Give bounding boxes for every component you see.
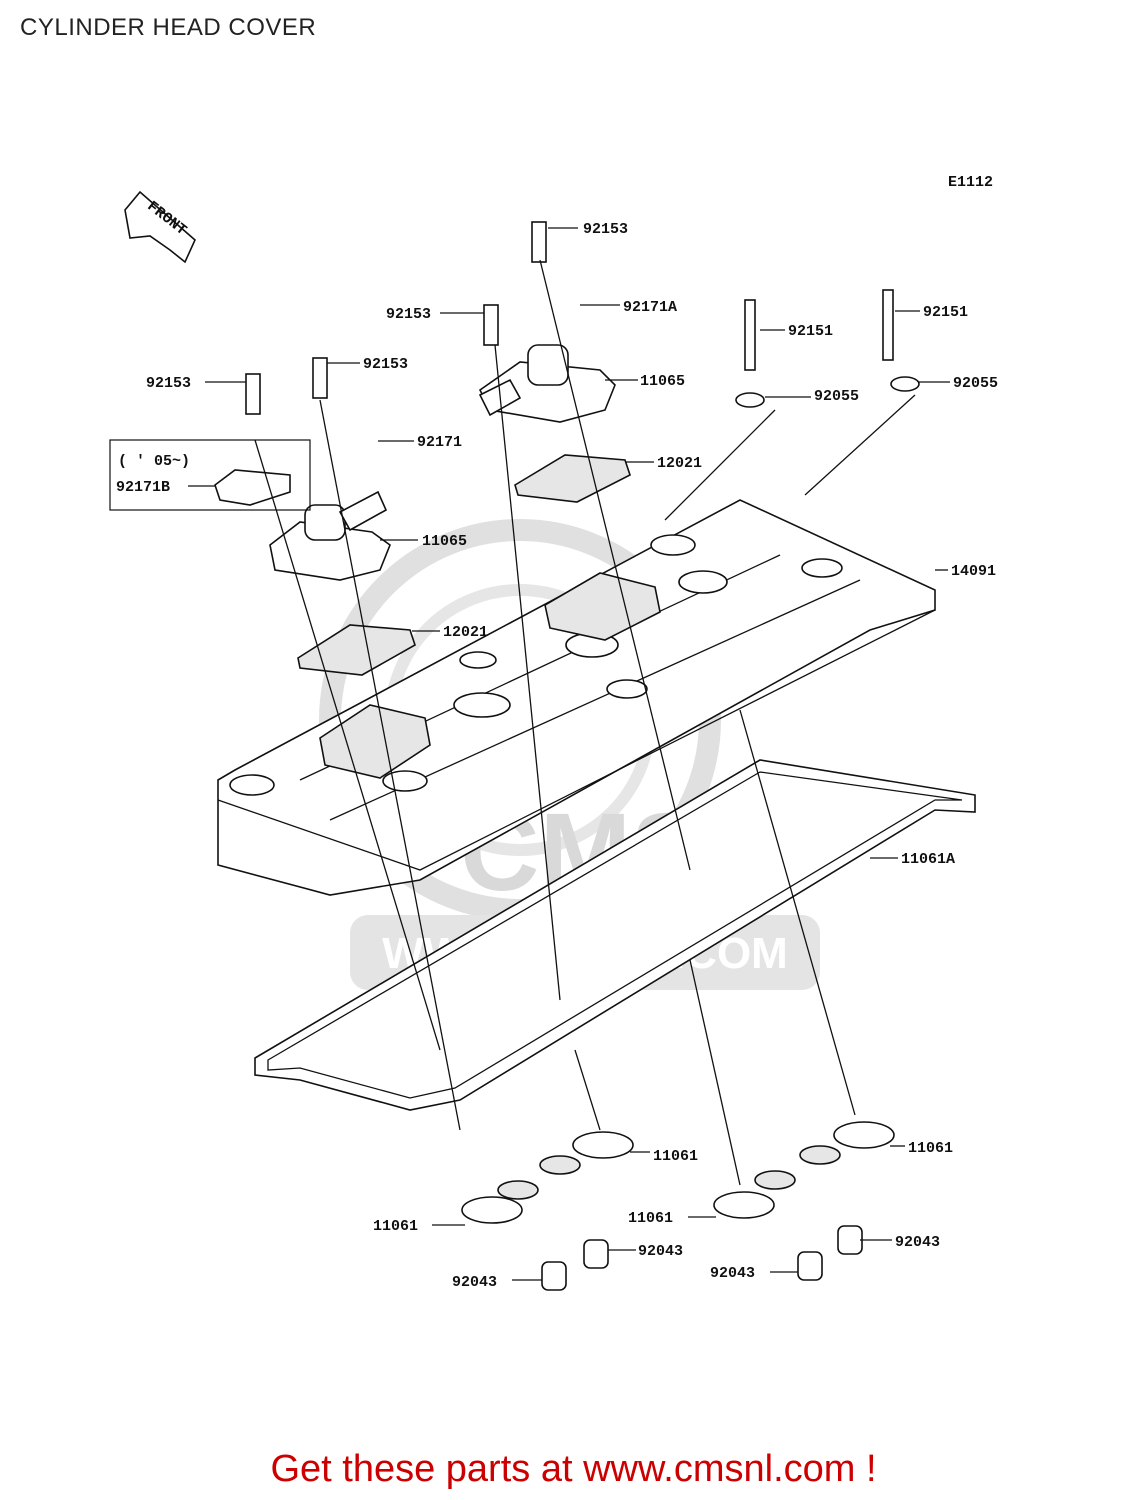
callout-92153-far-left: 92153 bbox=[146, 375, 191, 392]
callout-11061-center: 11061 bbox=[628, 1210, 673, 1227]
callout-92153-left-upper: 92153 bbox=[386, 306, 431, 323]
callout-11061-mid: 11061 bbox=[653, 1148, 698, 1165]
callout-12021-left: 12021 bbox=[443, 624, 488, 641]
note-bracket bbox=[109, 439, 311, 511]
cap-drawing-left bbox=[269, 490, 391, 581]
callout-11065-right: 11065 bbox=[640, 373, 685, 390]
model-year-note: ( ' 05~) bbox=[118, 453, 190, 470]
gasket-drawing bbox=[254, 759, 976, 1111]
callout-92153-top: 92153 bbox=[583, 221, 628, 238]
callout-11061-left: 11061 bbox=[373, 1218, 418, 1235]
gasket-plate-left bbox=[297, 624, 416, 676]
callout-12021-right: 12021 bbox=[657, 455, 702, 472]
callout-11061-right: 11061 bbox=[908, 1140, 953, 1157]
callout-92055-right: 92055 bbox=[953, 375, 998, 392]
callout-92055-left: 92055 bbox=[814, 388, 859, 405]
callout-92043-right: 92043 bbox=[895, 1234, 940, 1251]
bolts-drawing bbox=[245, 221, 920, 415]
seals-and-collars bbox=[461, 1121, 895, 1291]
diagram-code: E1112 bbox=[948, 174, 993, 191]
cta-link[interactable]: Get these parts at www.cmsnl.com ! bbox=[270, 1448, 877, 1490]
front-arrow-icon: FRONT bbox=[124, 190, 196, 264]
callout-92151-left: 92151 bbox=[788, 323, 833, 340]
callout-11065-left: 11065 bbox=[422, 533, 467, 550]
callout-92171: 92171 bbox=[417, 434, 462, 451]
gasket-plate-right bbox=[514, 454, 631, 503]
page-title: CYLINDER HEAD COVER bbox=[20, 14, 317, 41]
cap-drawing-right bbox=[478, 344, 616, 423]
callout-11061a: 11061A bbox=[901, 851, 955, 868]
cylinder-head-cover-drawing bbox=[217, 499, 936, 896]
callout-92043-left: 92043 bbox=[452, 1274, 497, 1291]
callout-92043-mid: 92043 bbox=[638, 1243, 683, 1260]
clip-92171b bbox=[214, 469, 291, 506]
callout-92171b: 92171B bbox=[116, 479, 170, 496]
callout-14091: 14091 bbox=[951, 563, 996, 580]
callout-92151-right: 92151 bbox=[923, 304, 968, 321]
callout-92153-mid-left: 92153 bbox=[363, 356, 408, 373]
leader-lines bbox=[188, 227, 950, 1281]
callout-92171a: 92171A bbox=[623, 299, 677, 316]
callout-92043-center: 92043 bbox=[710, 1265, 755, 1282]
